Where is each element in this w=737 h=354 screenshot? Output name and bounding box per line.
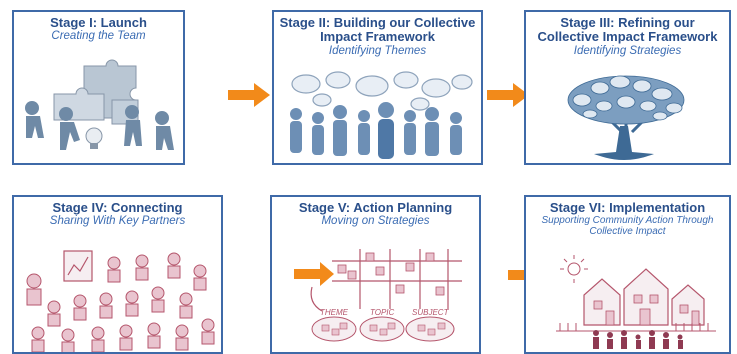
stage-3-box: Stage III: Refining our Collective Impac… (524, 10, 731, 165)
stage-1-box: Stage I: Launch Creating the Team (12, 10, 185, 165)
action-planning-sketch: THEME TOPIC SUBJECT (294, 249, 462, 342)
stage-1-title: Stage I: Launch (50, 15, 147, 30)
stage-6-subtitle: Supporting Community Action Through Coll… (541, 215, 714, 238)
arrow-right-icon (228, 83, 270, 107)
connecting-crowd-sketch (26, 250, 215, 352)
stage-6-box: Stage VI: Implementation Supporting Comm… (524, 195, 731, 354)
sketch-label-theme: THEME (320, 308, 349, 317)
stage-6-title: Stage VI: Implementation (549, 200, 706, 215)
stage-2-title: Stage II: Building our Collective Impact… (279, 15, 476, 45)
stage-5-box: Stage V: Action Planning Moving on Strat… (270, 195, 481, 354)
sketch-label-subject: SUBJECT (412, 308, 450, 317)
stage-5-subtitle: Moving on Strategies (321, 215, 430, 228)
puzzle-team-illustration (25, 59, 174, 150)
stage-4-box: Stage IV: Connecting Sharing With Key Pa… (12, 195, 223, 354)
arrow-right-icon (487, 83, 529, 107)
stage-1-subtitle: Creating the Team (51, 30, 146, 43)
sketch-label-topic: TOPIC (370, 308, 395, 317)
speech-bubble-tree-illustration (567, 75, 685, 160)
people-speech-bubbles-illustration (290, 71, 473, 159)
stage-3-title: Stage III: Refining our Collective Impac… (537, 15, 718, 45)
stage-4-title: Stage IV: Connecting (52, 200, 183, 215)
stage-4-subtitle: Sharing With Key Partners (49, 215, 186, 228)
stage-2-subtitle: Identifying Themes (328, 44, 427, 57)
stage-3-subtitle: Identifying Strategies (573, 44, 682, 57)
stage-5-title: Stage V: Action Planning (298, 200, 453, 215)
stage-2-box: Stage II: Building our Collective Impact… (272, 10, 483, 165)
community-houses-sketch (556, 255, 716, 349)
